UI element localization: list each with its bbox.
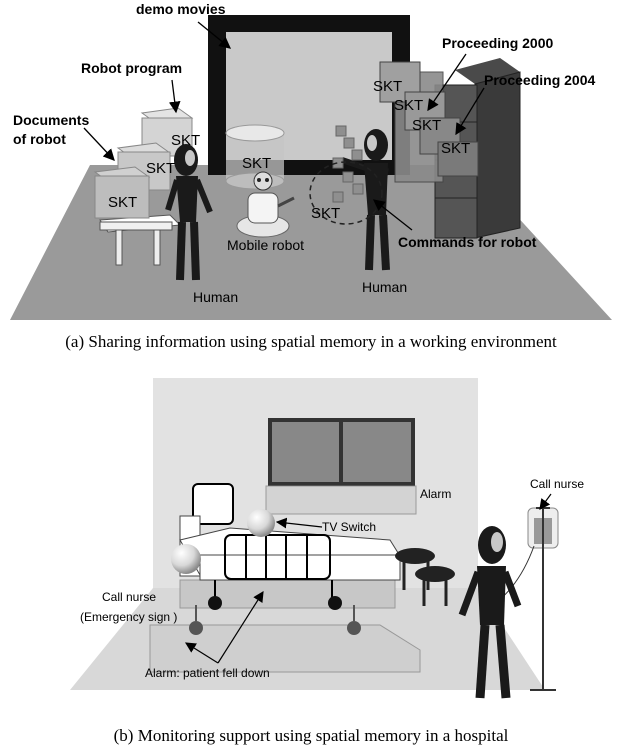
caption-a: (a) Sharing information using spatial me… bbox=[65, 332, 557, 351]
skt-label: SKT bbox=[412, 117, 441, 134]
figure-a-scene: SKT SKT SKT SKT SKT SKT SKT SKT SKT demo… bbox=[10, 1, 612, 320]
label-call-nurse-left: Call nurse bbox=[102, 590, 156, 604]
skt-label: SKT bbox=[171, 132, 200, 149]
call-nurse-sphere bbox=[171, 544, 201, 574]
arrow bbox=[427, 53, 467, 112]
arrow bbox=[539, 493, 552, 510]
label-human-left: Human bbox=[193, 289, 238, 305]
label-of-robot: of robot bbox=[13, 131, 66, 147]
arrow bbox=[275, 517, 323, 529]
label-call-nurse-top: Call nurse bbox=[530, 477, 584, 491]
proceedings-shelf bbox=[379, 58, 521, 239]
stools bbox=[395, 548, 455, 606]
arrow bbox=[168, 79, 181, 114]
label-alarm-fell: Alarm: patient fell down bbox=[145, 666, 270, 680]
bed bbox=[179, 483, 401, 635]
label-emergency-sign: (Emergency sign ) bbox=[80, 610, 177, 624]
figure-b-scene: Alarm Call nurse TV Switch Call nurse (E… bbox=[70, 378, 584, 699]
caption-b: (b) Monitoring support using spatial mem… bbox=[114, 726, 509, 745]
arrow bbox=[217, 590, 264, 664]
command-cubes bbox=[332, 125, 364, 203]
skt-label: SKT bbox=[394, 97, 423, 114]
arrow bbox=[184, 642, 219, 664]
skt-label: SKT bbox=[146, 160, 175, 177]
commands-dashed-circle bbox=[309, 161, 383, 225]
skt-label: SKT bbox=[441, 140, 470, 157]
human-left bbox=[165, 144, 213, 281]
label-proceeding-2000: Proceeding 2000 bbox=[442, 35, 553, 51]
label-proceeding-2004: Proceeding 2004 bbox=[484, 72, 595, 88]
arrow bbox=[455, 87, 485, 136]
label-documents: Documents bbox=[13, 112, 89, 128]
mobile-robot bbox=[236, 171, 295, 238]
bed-platform bbox=[149, 624, 421, 673]
arrow bbox=[197, 21, 232, 49]
table-leg bbox=[115, 229, 123, 266]
nurse-figure bbox=[458, 526, 522, 699]
iv-stand bbox=[489, 507, 559, 691]
table-front bbox=[99, 221, 173, 231]
arrow bbox=[372, 199, 413, 231]
alarm-window-sill bbox=[265, 485, 417, 515]
label-human-right: Human bbox=[362, 279, 407, 295]
label-mobile-robot: Mobile robot bbox=[227, 237, 304, 253]
table-leg bbox=[153, 229, 161, 266]
skt-label: SKT bbox=[373, 78, 402, 95]
label-demo-movies: demo movies bbox=[136, 1, 226, 17]
skt-label: SKT bbox=[108, 194, 137, 211]
document-cubes bbox=[93, 107, 194, 219]
arrow bbox=[83, 127, 115, 161]
skt-label: SKT bbox=[242, 155, 271, 172]
label-tv-switch: TV Switch bbox=[322, 520, 376, 534]
label-alarm: Alarm bbox=[420, 487, 451, 501]
label-robot-program: Robot program bbox=[81, 60, 182, 76]
label-commands-for-robot: Commands for robot bbox=[398, 234, 537, 250]
tv-switch-sphere bbox=[247, 509, 275, 537]
skt-label: SKT bbox=[311, 205, 340, 222]
